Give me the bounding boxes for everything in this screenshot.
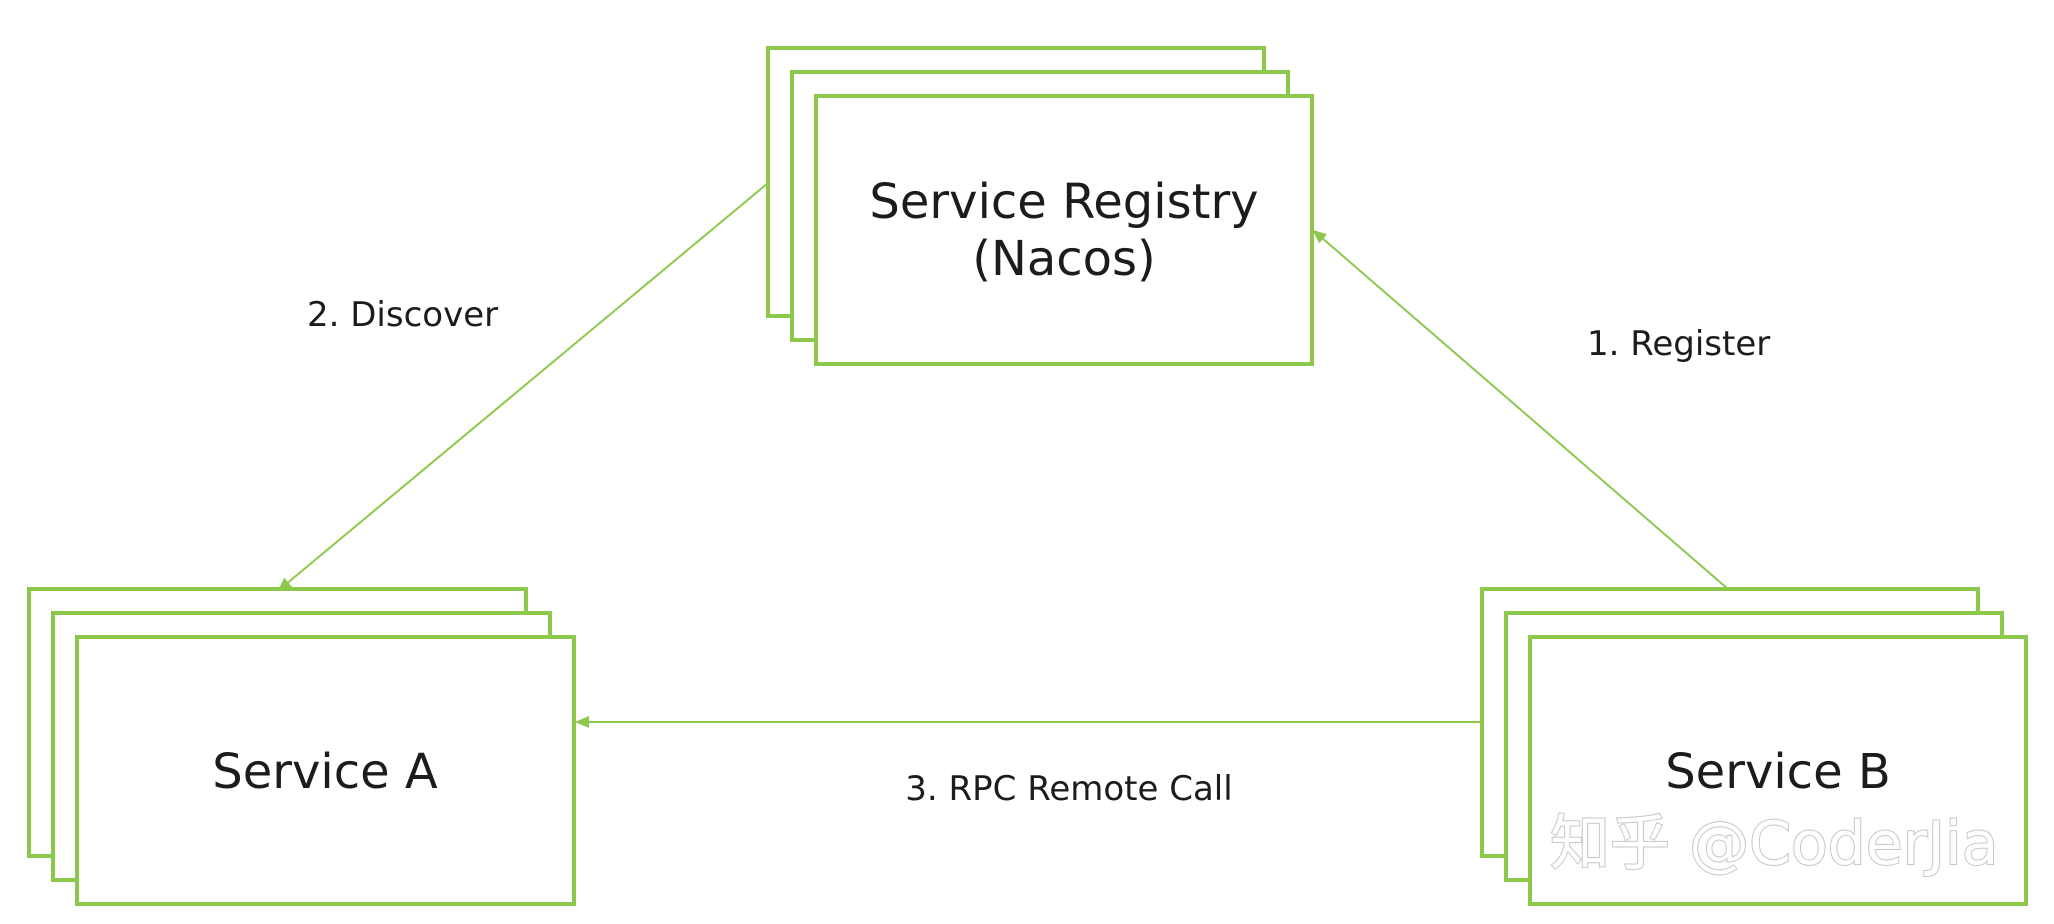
rpc-call-label: 3. RPC Remote Call — [905, 769, 1232, 809]
service-b-label: Service B — [1665, 744, 1891, 800]
discover-arrow — [277, 182, 769, 592]
register-arrow — [1312, 229, 1729, 590]
service-registry-title: Service Registry — [869, 174, 1258, 230]
service-b-card-front — [1528, 635, 2028, 906]
service-a-card-front — [75, 635, 576, 906]
service-registry-card-front — [814, 94, 1314, 366]
register-label: 1. Register — [1587, 324, 1770, 364]
service-b-node: Service B — [1480, 587, 2028, 906]
service-registry-subtitle: (Nacos) — [972, 231, 1156, 287]
service-registry-node: Service Registry (Nacos) — [766, 46, 1314, 366]
watermark-text: 知乎 @CoderJia — [1550, 809, 1998, 879]
service-a-node: Service A — [27, 587, 576, 906]
service-a-label: Service A — [212, 744, 438, 800]
discover-label: 2. Discover — [307, 295, 498, 335]
